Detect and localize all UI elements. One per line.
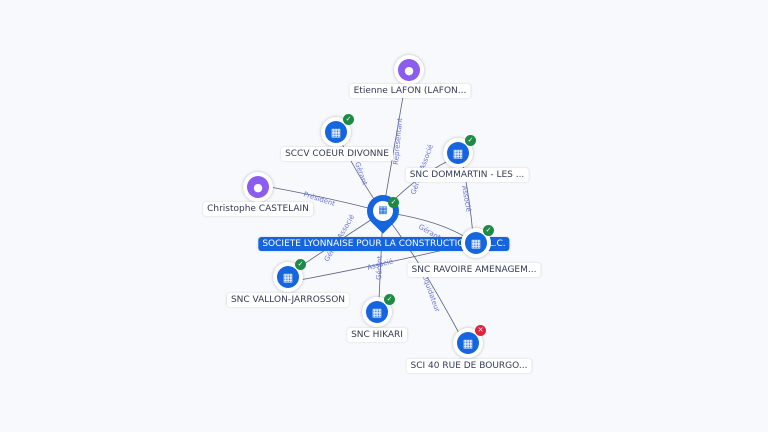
node-label[interactable]: Christophe CASTELAIN (203, 202, 313, 216)
company-node[interactable]: ▦✓ (443, 135, 476, 168)
node-label[interactable]: SCI 40 RUE DE BOURGO... (406, 359, 532, 373)
center-label[interactable]: SOCIETE LYONNAISE POUR LA CONSTRUCTION -… (258, 237, 510, 251)
check-icon: ✓ (483, 225, 494, 236)
node-label[interactable]: Etienne LAFON (LAFON... (349, 84, 471, 98)
node-label[interactable]: SNC VALLON-JARROSSON (226, 293, 350, 307)
person-icon: ● (398, 59, 420, 81)
building-icon: ▦ (366, 301, 388, 323)
company-node[interactable]: ▦✓ (321, 114, 354, 147)
person-node[interactable]: ● (243, 172, 273, 202)
building-icon: ▦ (457, 332, 479, 354)
close-icon: ✕ (475, 325, 486, 336)
node-label[interactable]: SNC RAVOIRE AMENAGEM... (407, 263, 541, 277)
edge-label: Gérant (353, 161, 369, 187)
edge-label: Gérant (375, 255, 384, 280)
person-icon: ● (247, 176, 269, 198)
edge-label: Liquidateur (420, 273, 441, 313)
building-icon: ▦ (373, 201, 393, 221)
edge-line (382, 84, 406, 213)
check-icon: ✓ (295, 259, 306, 270)
node-label[interactable]: SNC HIKARI (347, 328, 407, 342)
person-node[interactable]: ● (394, 55, 424, 85)
building-icon: ▦ (447, 142, 469, 164)
building-icon: ▦ (325, 121, 347, 143)
check-icon: ✓ (388, 197, 399, 208)
company-node[interactable]: ▦✓ (461, 225, 494, 258)
building-icon: ▦ (465, 232, 487, 254)
check-icon: ✓ (384, 294, 395, 305)
node-label[interactable]: SNC DOMMARTIN - LES ... (405, 168, 529, 182)
building-icon: ▦ (277, 266, 299, 288)
check-icon: ✓ (343, 114, 354, 125)
node-label[interactable]: SCCV COEUR DIVONNE (281, 147, 393, 161)
check-icon: ✓ (465, 135, 476, 146)
edge-label: Représentant (392, 117, 404, 165)
edge-label: Associé (460, 185, 472, 212)
company-node[interactable]: ▦✓ (273, 259, 306, 292)
company-node[interactable]: ▦✕ (453, 325, 486, 358)
company-node[interactable]: ▦✓ (362, 294, 395, 327)
